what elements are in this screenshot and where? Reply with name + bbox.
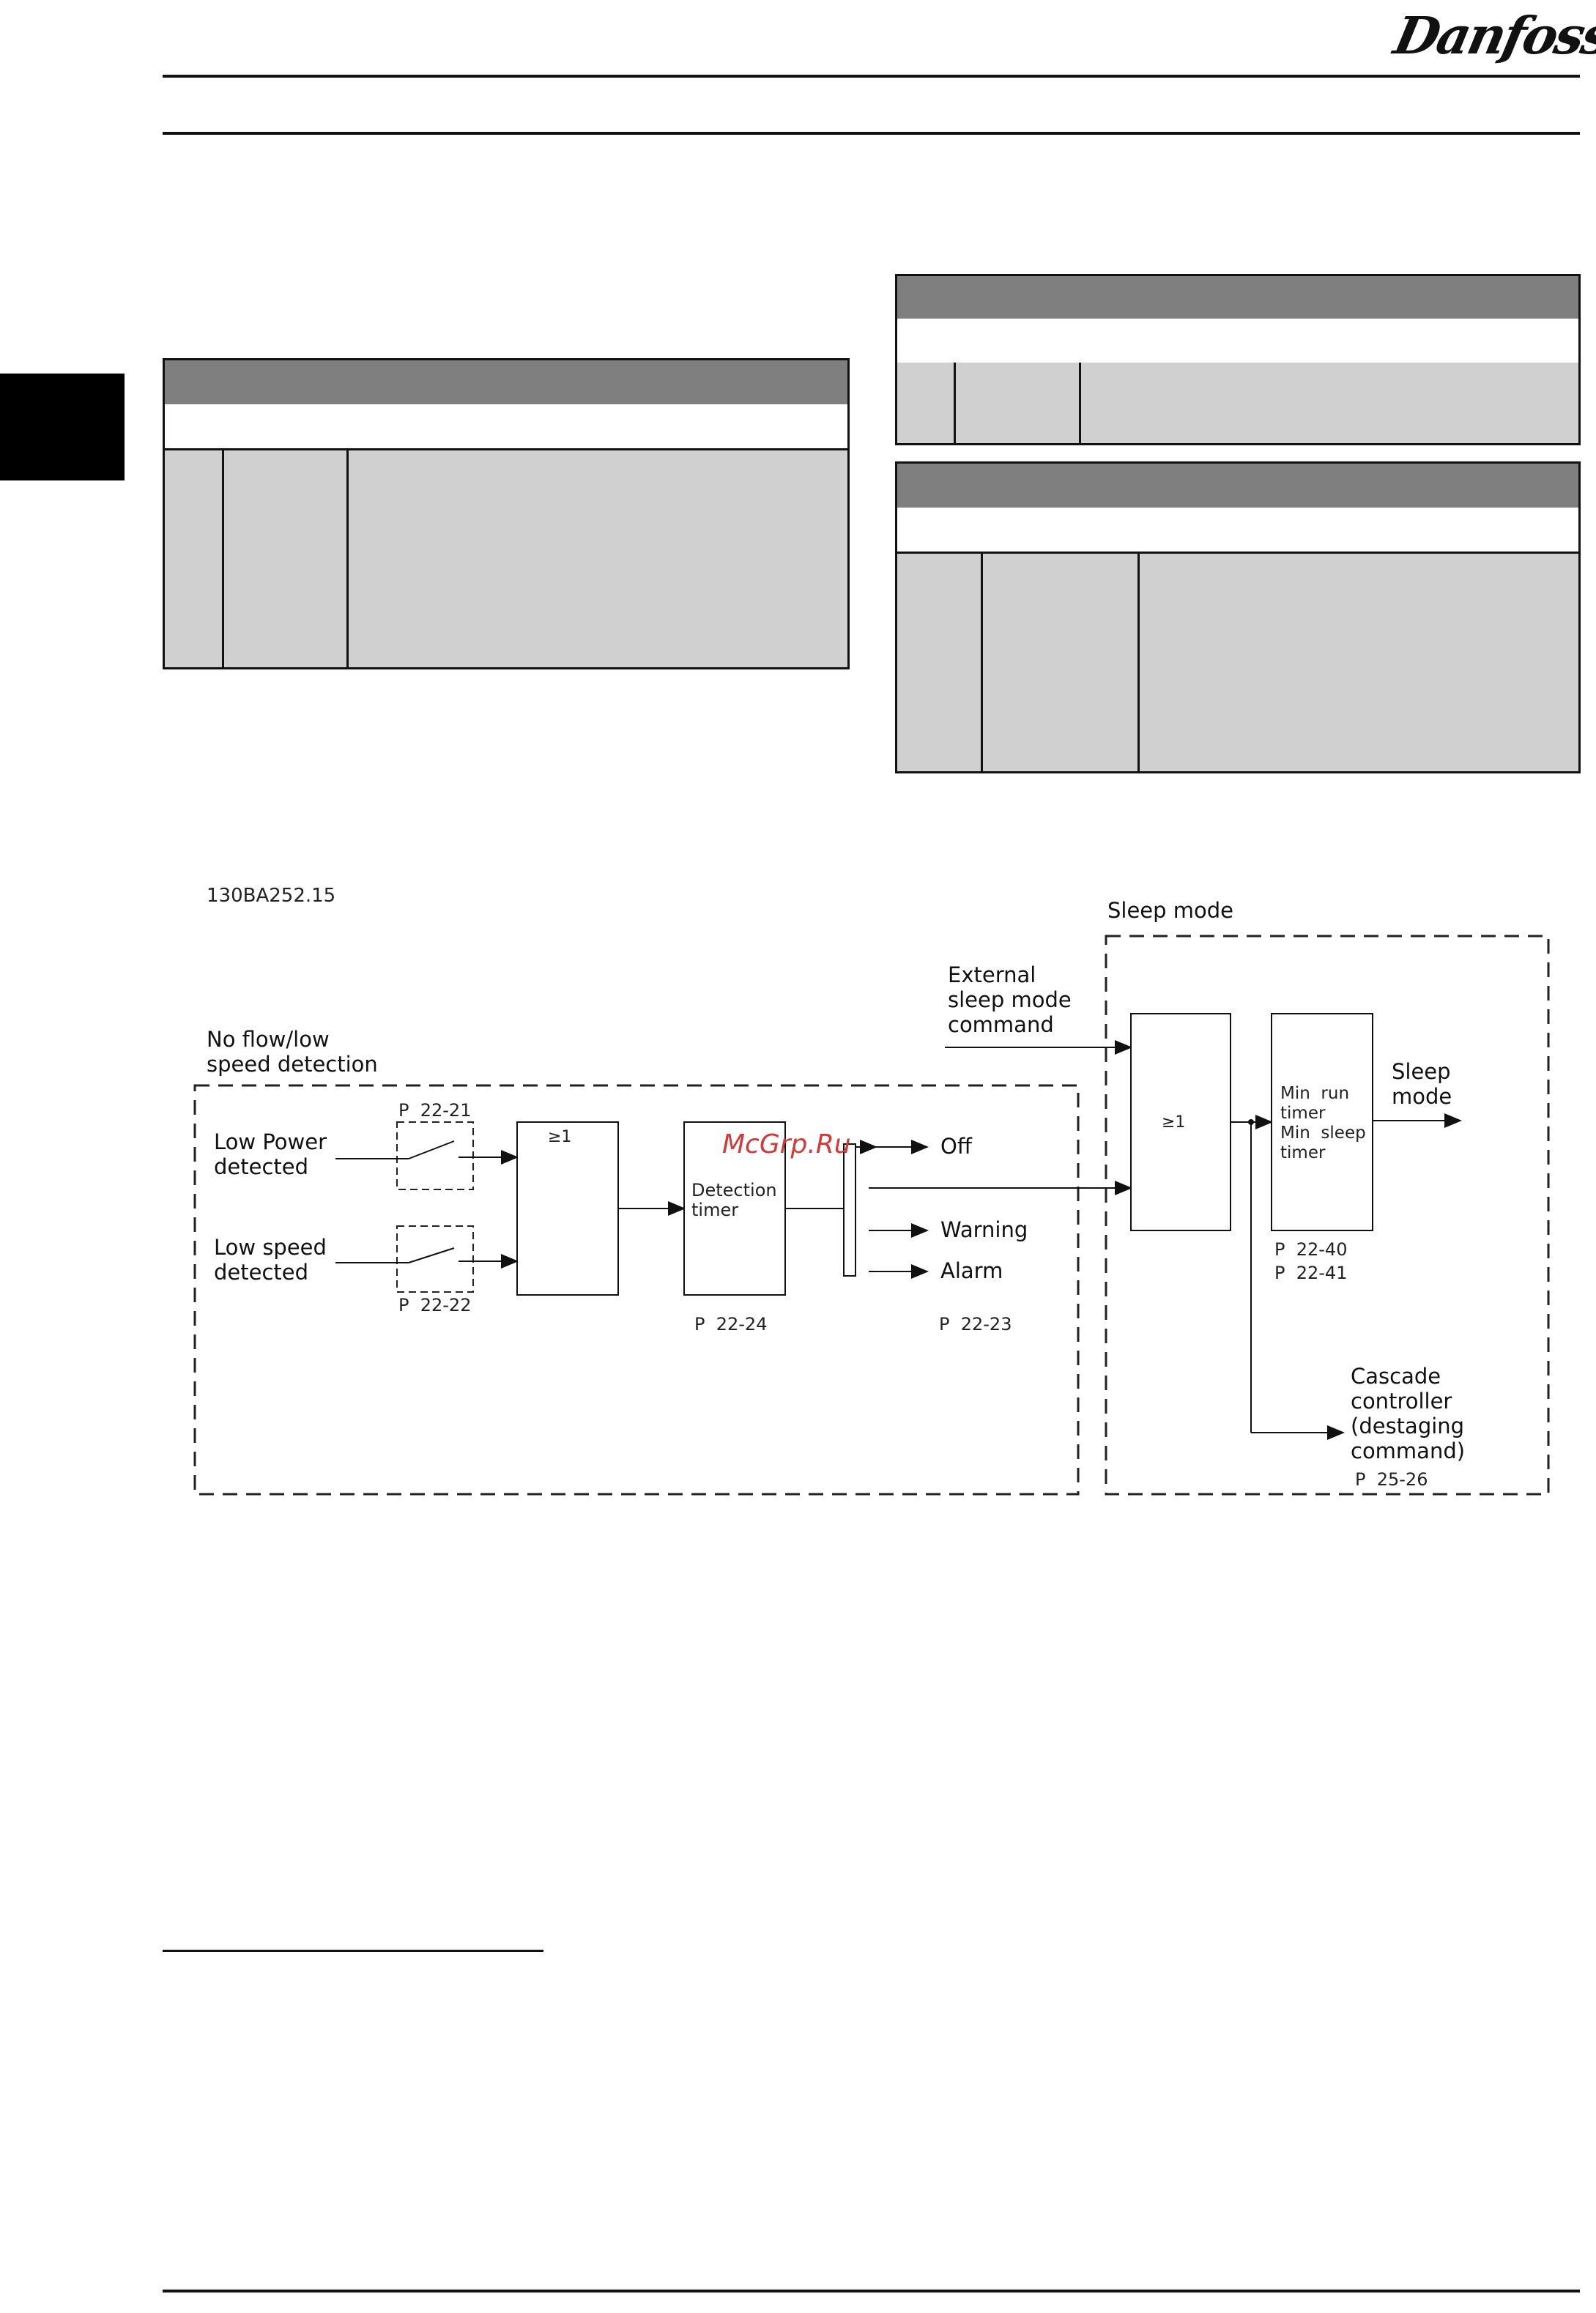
header-rule-top (163, 75, 1580, 78)
table-header (165, 360, 847, 404)
table-header (897, 276, 1578, 319)
p2241-label: P 22-41 (1274, 1263, 1348, 1283)
footnote-rule (163, 1950, 543, 1952)
p2223-label: P 22-23 (939, 1314, 1012, 1334)
detection-timer-box (683, 1121, 786, 1296)
parameter-table-right-top (895, 274, 1581, 445)
switch-1 (408, 1140, 455, 1159)
p2221-label: P 22-21 (398, 1100, 472, 1121)
detection-timer-label: Detection timer (691, 1180, 777, 1220)
footer-rule (163, 2290, 1580, 2292)
p2526-label: P 25-26 (1355, 1469, 1428, 1490)
p2221-switch-frame (396, 1121, 474, 1190)
table-divider (1137, 554, 1140, 771)
or-gate-1 (516, 1121, 619, 1296)
table-divider (954, 363, 956, 443)
p2240-label: P 22-40 (1274, 1239, 1348, 1260)
chapter-tab (0, 374, 125, 480)
table-body (897, 554, 1578, 771)
or-gate-1-label: ≥1 (548, 1128, 572, 1146)
min-timers-label: Min run timer Min sleep timer (1280, 1084, 1366, 1162)
sleep-mode-output-label: Sleep mode (1392, 1059, 1452, 1109)
header-rule-bottom (163, 132, 1580, 135)
table-subheader (897, 508, 1578, 554)
parameter-table-right-bottom (895, 461, 1581, 773)
table-subheader (897, 319, 1578, 363)
figure-id: 130BA252.15 (207, 885, 336, 907)
p2222-label: P 22-22 (398, 1295, 472, 1315)
parameter-table-left (163, 358, 850, 669)
table-body (165, 450, 847, 667)
no-flow-frame (193, 1084, 1080, 1496)
no-flow-title: No flow/low speed detection (207, 1027, 378, 1077)
watermark: McGrp.Ru (722, 1129, 851, 1159)
table-divider (1079, 363, 1081, 443)
low-speed-label: Low speed detected (214, 1235, 327, 1285)
cascade-label: Cascade controller (destaging command) (1351, 1364, 1466, 1463)
p2224-label: P 22-24 (694, 1314, 768, 1334)
table-divider (222, 450, 224, 667)
table-body (897, 363, 1578, 443)
output-selector (843, 1143, 856, 1277)
min-timers-box (1271, 1013, 1373, 1231)
out-alarm-label: Alarm (940, 1258, 1003, 1283)
table-divider (346, 450, 349, 667)
or-gate-2 (1130, 1013, 1231, 1231)
out-warning-label: Warning (940, 1217, 1028, 1242)
p2222-switch-frame (396, 1225, 474, 1293)
low-power-label: Low Power detected (214, 1129, 327, 1179)
external-command-label: External sleep mode command (948, 962, 1072, 1037)
switch-2 (408, 1247, 455, 1263)
table-header (897, 464, 1578, 508)
table-divider (981, 554, 983, 771)
sleep-mode-title: Sleep mode (1107, 898, 1234, 923)
out-off-label: Off (940, 1134, 972, 1159)
or-gate-2-label: ≥1 (1162, 1113, 1186, 1132)
sleep-mode-frame (1105, 935, 1550, 1496)
table-subheader (165, 404, 847, 450)
